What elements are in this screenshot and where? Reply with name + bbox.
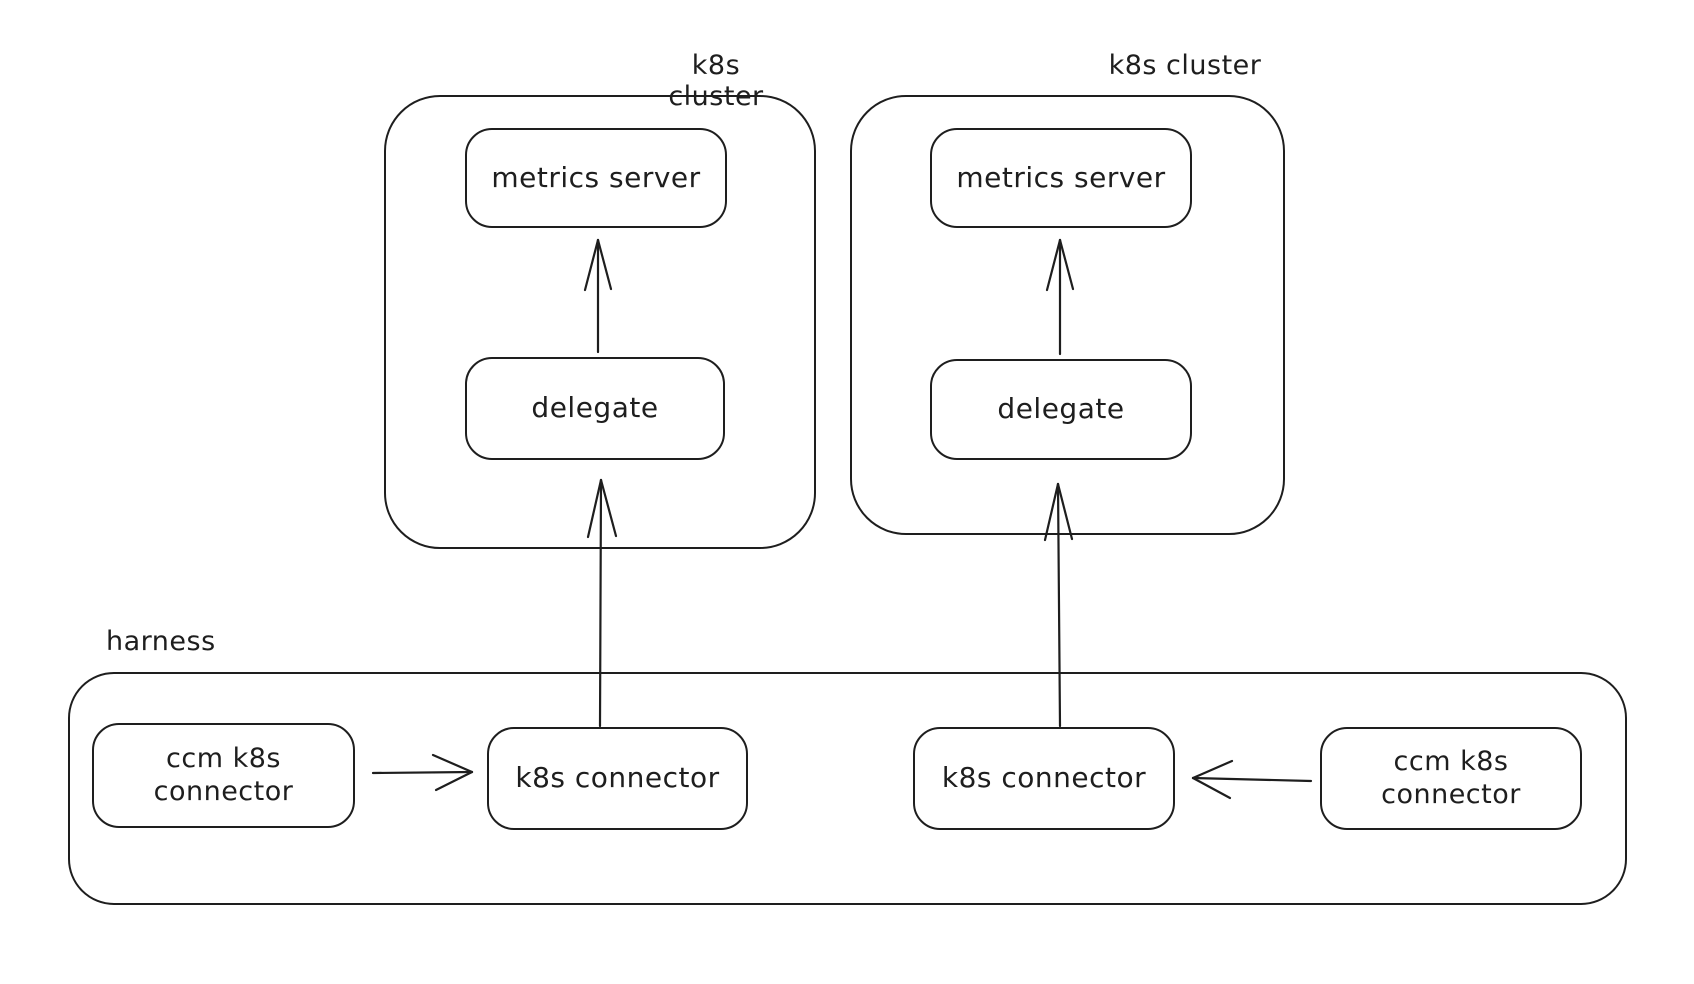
ccm-k8s-connector-node-right: ccm k8s connector xyxy=(1320,727,1582,830)
delegate-label-right: delegate xyxy=(997,392,1125,426)
metrics-server-label-right: metrics server xyxy=(956,160,1166,194)
k8s-cluster-label-right: k8s cluster xyxy=(1108,50,1262,81)
metrics-server-node-left: metrics server xyxy=(465,128,727,228)
metrics-server-node-right: metrics server xyxy=(930,128,1192,228)
delegate-label-left: delegate xyxy=(531,391,659,425)
k8s-connector-label-right: k8s connector xyxy=(941,761,1147,795)
delegate-node-left: delegate xyxy=(465,357,725,460)
k8s-connector-node-right: k8s connector xyxy=(913,727,1175,830)
harness-box xyxy=(68,672,1627,905)
k8s-cluster-label-left: k8s cluster xyxy=(668,50,764,112)
ccm-k8s-connector-label-left: ccm k8s connector xyxy=(153,742,294,807)
ccm-k8s-connector-label-right: ccm k8s connector xyxy=(1381,745,1521,810)
harness-label: harness xyxy=(106,626,216,657)
metrics-server-label-left: metrics server xyxy=(491,160,701,194)
k8s-connector-label-left: k8s connector xyxy=(515,761,720,795)
k8s-connector-node-left: k8s connector xyxy=(487,727,748,830)
delegate-node-right: delegate xyxy=(930,359,1192,460)
ccm-k8s-connector-node-left: ccm k8s connector xyxy=(92,723,355,828)
